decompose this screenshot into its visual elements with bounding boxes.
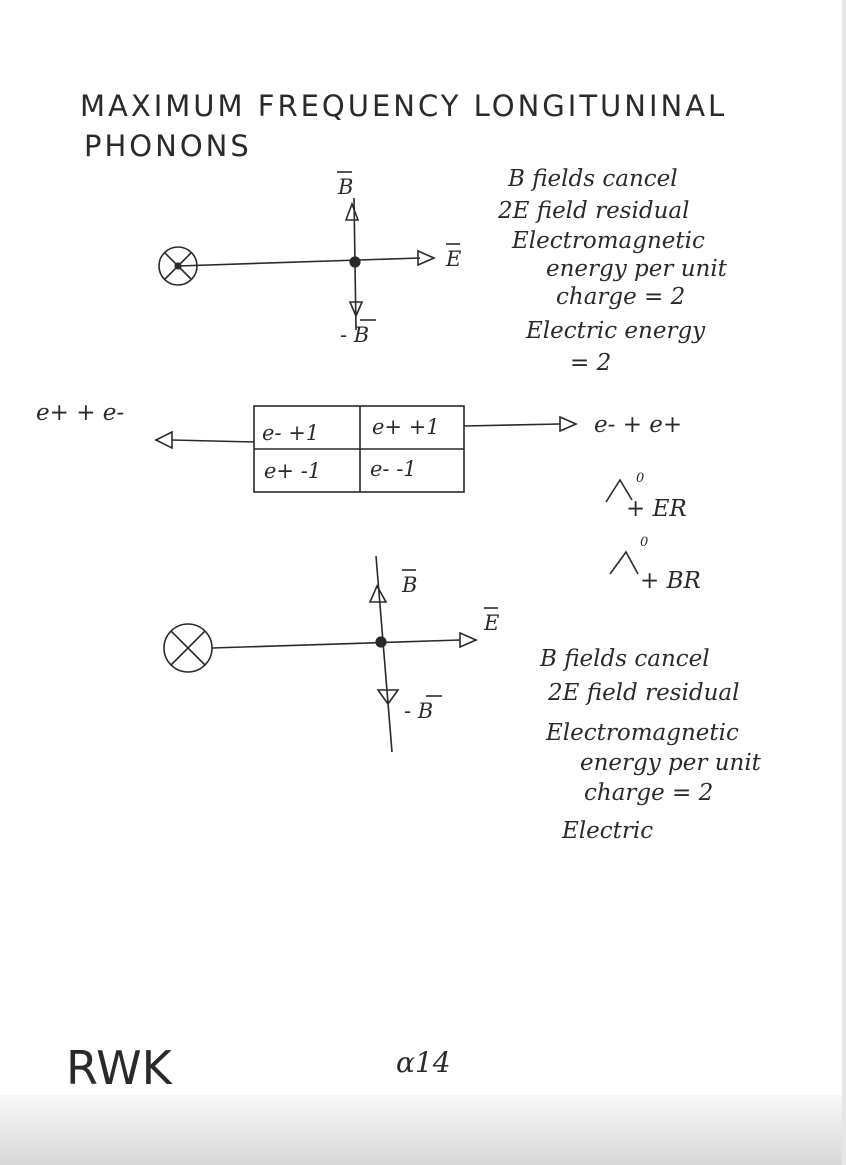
title-line-2: PHONONS <box>84 129 252 163</box>
top-center-dot <box>349 256 361 268</box>
bottom-note-5: charge = 2 <box>584 780 713 806</box>
right-pair-label: e- + e+ <box>594 412 682 438</box>
lambda-e-superscript: 0 <box>636 471 644 486</box>
bottom-note-6: Electric <box>561 818 653 844</box>
top-note-1: B fields cancel <box>507 166 678 192</box>
top-e-label: E <box>445 247 461 271</box>
bottom-b-up-arrowhead <box>368 584 388 603</box>
bottom-horizontal-axis <box>211 639 461 649</box>
lambda-b-superscript: 0 <box>640 535 648 550</box>
bottom-b-down-label: - B <box>404 699 433 723</box>
top-e-arrowhead <box>417 249 436 267</box>
scan-shadow <box>0 1095 846 1165</box>
lambda-b-r: 0 + BR <box>609 535 701 594</box>
top-note-7: = 2 <box>570 350 611 376</box>
top-notes: B fields cancel 2E field residual Electr… <box>497 166 728 376</box>
top-b-up-arrowhead <box>344 201 360 221</box>
bottom-center-dot <box>375 636 387 648</box>
top-note-4: energy per unit <box>546 256 728 282</box>
page-number: α14 <box>396 1046 451 1079</box>
table-cell-3: e+ -1 <box>264 459 321 483</box>
left-arrowhead <box>154 430 173 450</box>
top-b-up-label: B <box>337 175 353 199</box>
scan-edge <box>842 0 846 1165</box>
left-arrow-line <box>171 439 255 443</box>
top-note-2: 2E field residual <box>497 198 689 224</box>
pair-table: e- +1 e+ +1 e+ -1 e- -1 <box>253 405 465 493</box>
bottom-e-arrowhead <box>459 631 478 649</box>
bottom-vertical-axis <box>375 555 393 753</box>
top-note-3: Electromagnetic <box>511 228 705 254</box>
signature: RWK <box>66 1041 174 1095</box>
top-field-diagram: B E - B <box>158 171 461 347</box>
bottom-note-1: B fields cancel <box>539 646 710 672</box>
top-note-6: Electric energy <box>525 318 706 344</box>
top-b-down-arrowhead <box>348 301 364 319</box>
right-arrowhead <box>559 415 578 433</box>
lambda-e-r: 0 + ER <box>605 471 687 522</box>
table-cell-4: e- -1 <box>370 457 417 481</box>
bottom-b-up-label: B <box>401 573 417 597</box>
top-b-down-label: - B <box>340 323 369 347</box>
table-cell-1: e- +1 <box>262 421 319 445</box>
bottom-note-4: energy per unit <box>580 750 762 776</box>
top-horizontal-axis <box>177 257 421 267</box>
bottom-e-label: E <box>483 611 499 635</box>
right-arrow-line <box>463 423 561 427</box>
bottom-field-diagram: B E - B <box>163 555 499 753</box>
bottom-note-3: Electromagnetic <box>545 720 739 746</box>
title-line-1: MAXIMUM FREQUENCY LONGITUNINAL <box>80 89 727 123</box>
bottom-b-down-arrowhead <box>376 689 400 706</box>
lambda-b-label: + BR <box>640 568 701 594</box>
table-cell-2: e+ +1 <box>372 415 440 439</box>
bottom-note-2: 2E field residual <box>547 680 739 706</box>
left-pair-label: e+ + e- <box>36 400 124 426</box>
bottom-notes: B fields cancel 2E field residual Electr… <box>539 646 762 844</box>
top-note-5: charge = 2 <box>556 284 685 310</box>
pair-table-section: e+ + e- e- +1 e+ +1 e+ -1 e- -1 e- + e+ <box>36 400 701 594</box>
lambda-e-label: + ER <box>626 496 687 522</box>
bottom-cross-circle <box>163 623 213 673</box>
